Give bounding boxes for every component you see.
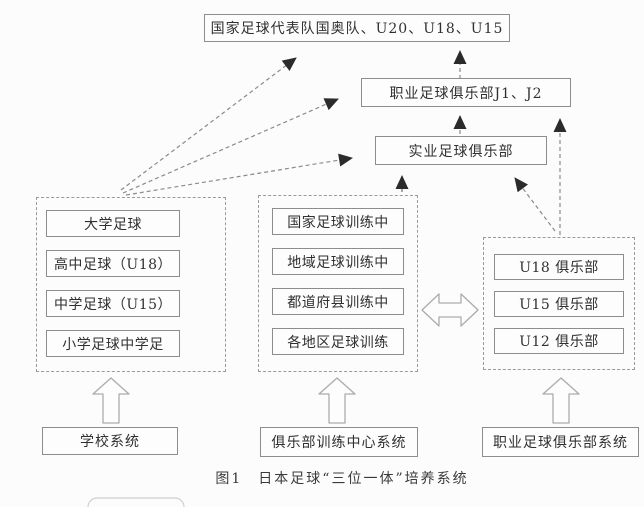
training-item-label: 地域足球训练中 xyxy=(287,254,389,271)
double-headed-arrow xyxy=(421,293,479,327)
school-item-box: 小学足球中学足 xyxy=(46,330,180,357)
industrial-club-box: 实业足球俱乐部 xyxy=(375,136,547,165)
youth-club-item-label: U18 俱乐部 xyxy=(519,260,599,276)
school-item-label: 高中足球（U18） xyxy=(53,256,173,273)
school-item-label: 小学足球中学足 xyxy=(62,336,164,353)
pro-club-system-label-box: 职业足球俱乐部系统 xyxy=(482,427,639,457)
up-block-arrow-training xyxy=(318,377,356,424)
youth-club-item-box: U18 俱乐部 xyxy=(494,254,624,280)
up-block-arrow-school xyxy=(92,377,130,424)
youth-club-item-box: U15 俱乐部 xyxy=(494,291,624,317)
school-item-label: 中学足球（U15） xyxy=(53,296,173,313)
youth-club-item-label: U12 俱乐部 xyxy=(519,334,599,350)
training-item-box: 国家足球训练中 xyxy=(272,208,404,235)
dashed-arrow-school-to-pro-league xyxy=(122,98,339,194)
training-system-label: 俱乐部训练中心系统 xyxy=(271,435,407,451)
school-item-label: 大学足球 xyxy=(84,216,142,233)
training-item-label: 都道府县训练中 xyxy=(287,294,389,311)
dashed-arrow-youth-to-industry xyxy=(514,177,556,232)
training-system-label-box: 俱乐部训练中心系统 xyxy=(260,427,418,457)
training-item-box: 各地区足球训练 xyxy=(272,328,404,355)
dashed-arrow-school-to-national xyxy=(120,57,297,191)
training-item-label: 国家足球训练中 xyxy=(287,214,389,231)
pro-club-youth-group: U18 俱乐部 U15 俱乐部 U12 俱乐部 xyxy=(483,237,635,370)
national-team-label: 国家足球代表队国奥队、U20、U18、U15 xyxy=(210,21,504,37)
up-block-arrow-pro-club xyxy=(542,377,580,424)
school-item-box: 大学足球 xyxy=(46,210,180,237)
school-system-group: 大学足球 高中足球（U18） 中学足球（U15） 小学足球中学足 xyxy=(36,197,226,372)
partial-shape-bottom xyxy=(87,497,185,507)
industrial-club-label: 实业足球俱乐部 xyxy=(408,143,514,160)
professional-league-box: 职业足球俱乐部J1、J2 xyxy=(361,78,571,107)
youth-club-item-label: U15 俱乐部 xyxy=(519,297,599,313)
dashed-arrow-school-to-industry xyxy=(125,153,353,196)
school-system-label: 学校系统 xyxy=(80,434,140,450)
training-item-box: 都道府县训练中 xyxy=(272,288,404,315)
school-system-label-box: 学校系统 xyxy=(42,427,178,455)
training-item-label: 各地区足球训练 xyxy=(287,334,389,351)
training-center-group: 国家足球训练中 地域足球训练中 都道府县训练中 各地区足球训练 xyxy=(258,195,418,372)
school-item-box: 高中足球（U18） xyxy=(46,250,180,277)
school-item-box: 中学足球（U15） xyxy=(46,290,180,317)
figure-caption: 图1 日本足球“三位一体”培养系统 xyxy=(215,471,469,487)
professional-league-label: 职业足球俱乐部J1、J2 xyxy=(389,85,543,102)
youth-club-item-box: U12 俱乐部 xyxy=(494,328,624,354)
pro-club-system-label: 职业足球俱乐部系统 xyxy=(493,435,628,451)
national-team-box: 国家足球代表队国奥队、U20、U18、U15 xyxy=(204,14,510,42)
training-item-box: 地域足球训练中 xyxy=(272,248,404,275)
